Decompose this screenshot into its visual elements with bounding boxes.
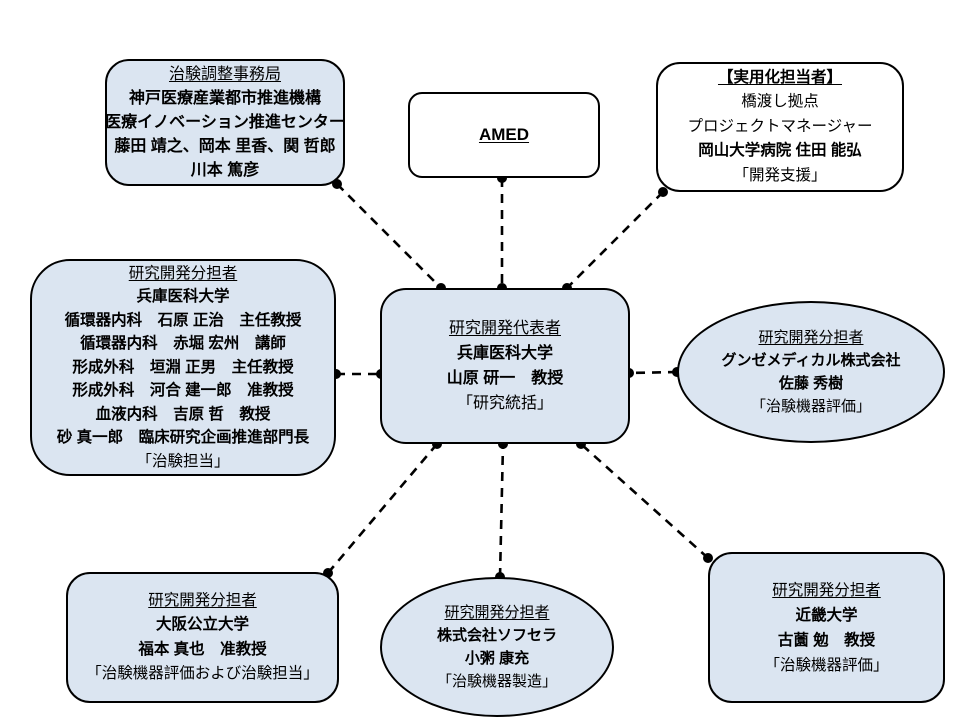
node-line: 循環器内科 石原 正治 主任教授	[64, 311, 302, 329]
connector-dot	[658, 187, 668, 197]
node-line: 砂 真一郎 臨床研究企画推進部門長	[56, 429, 310, 447]
node-line: 株式会社ソフセラ	[436, 627, 557, 644]
node-line: 小粥 康充	[464, 650, 530, 667]
node-line: 橋渡し拠点	[741, 93, 819, 111]
node-line: 兵庫医科大学	[136, 288, 230, 306]
node-line: 兵庫医科大学	[456, 345, 553, 362]
connector-kindai-to-center	[580, 443, 709, 559]
node-title: 研究開発分担者	[444, 604, 550, 621]
node-line: 福本 真也 准教授	[138, 640, 267, 658]
node-role: 「治験機器製造」	[436, 673, 557, 690]
node-line: 血液内科 吉原 哲 教授	[95, 405, 271, 423]
node-line: 川本 篤彦	[190, 161, 260, 179]
connector-sofsera-to-center	[498, 443, 505, 578]
node-line: 神戸医療産業都市推進機構	[128, 89, 321, 107]
node-line: グンゼメディカル株式会社	[721, 352, 901, 369]
node-title: 研究開発分担者	[758, 329, 864, 346]
node-amed: AMED	[408, 92, 600, 178]
node-line: 岡山大学病院 住田 能弘	[698, 142, 862, 160]
node-line: 近畿大学	[795, 606, 858, 624]
node-kindai-university: 研究開発分担者 近畿大学 古薗 勉 教授 「治験機器評価」	[708, 552, 945, 703]
node-title: 研究開発分担者	[128, 264, 238, 282]
node-role: 「治験機器評価」	[764, 656, 889, 674]
node-line: 形成外科 垣淵 正男 主任教授	[72, 358, 294, 376]
node-role: 「治験機器評価」	[750, 398, 871, 415]
node-role: 「研究統括」	[456, 395, 553, 412]
node-practical-use-manager: 【実用化担当者】 橋渡し拠点 プロジェクトマネージャー 岡山大学病院 住田 能弘…	[656, 62, 904, 192]
node-line: 山原 研一 教授	[446, 370, 564, 387]
node-hyogo-medical-university: 研究開発分担者 兵庫医科大学 循環器内科 石原 正治 主任教授 循環器内科 赤堀…	[30, 259, 336, 476]
node-line: 形成外科 河合 建一郎 准教授	[72, 382, 294, 400]
node-line: 医療イノベーション推進センター	[105, 113, 345, 131]
node-title: AMED	[478, 125, 530, 144]
node-line: 佐藤 秀樹	[778, 375, 844, 392]
node-line: プロジェクトマネージャー	[687, 117, 873, 135]
node-research-representative: 研究開発代表者 兵庫医科大学 山原 研一 教授 「研究統括」	[380, 288, 630, 444]
node-role: 「治験担当」	[136, 452, 230, 470]
connector-osaka-to-center	[327, 443, 438, 574]
node-title: 研究開発代表者	[448, 320, 561, 337]
node-line: 大阪公立大学	[155, 616, 249, 633]
node-title: 治験調整事務局	[168, 65, 281, 83]
node-role: 「開発支援」	[733, 166, 827, 184]
node-role: 「治験機器評価および治験担当」	[86, 665, 319, 682]
node-title: 【実用化担当者】	[717, 68, 842, 86]
node-trial-coordination-office: 治験調整事務局 神戸医療産業都市推進機構 医療イノベーション推進センター 藤田 …	[105, 59, 345, 186]
node-line: 古薗 勉 教授	[777, 631, 876, 649]
node-line: 藤田 靖之、岡本 里香、関 哲郎	[114, 137, 336, 155]
node-line: 循環器内科 赤堀 宏州 講師	[80, 335, 286, 353]
node-title: 研究開発分担者	[772, 581, 881, 599]
node-gunze-medical: 研究開発分担者 グンゼメディカル株式会社 佐藤 秀樹 「治験機器評価」	[677, 301, 945, 443]
node-sofsera: 研究開発分担者 株式会社ソフセラ 小粥 康充 「治験機器製造」	[380, 577, 614, 717]
node-osaka-metropolitan-university: 研究開発分担者 大阪公立大学 福本 真也 准教授 「治験機器評価および治験担当」	[66, 572, 339, 703]
connector-trial-office-to-center	[336, 183, 442, 289]
connector-gunze-to-center	[628, 370, 678, 375]
node-title: 研究開発分担者	[148, 591, 257, 609]
connector-practical-use-to-center	[566, 191, 664, 289]
